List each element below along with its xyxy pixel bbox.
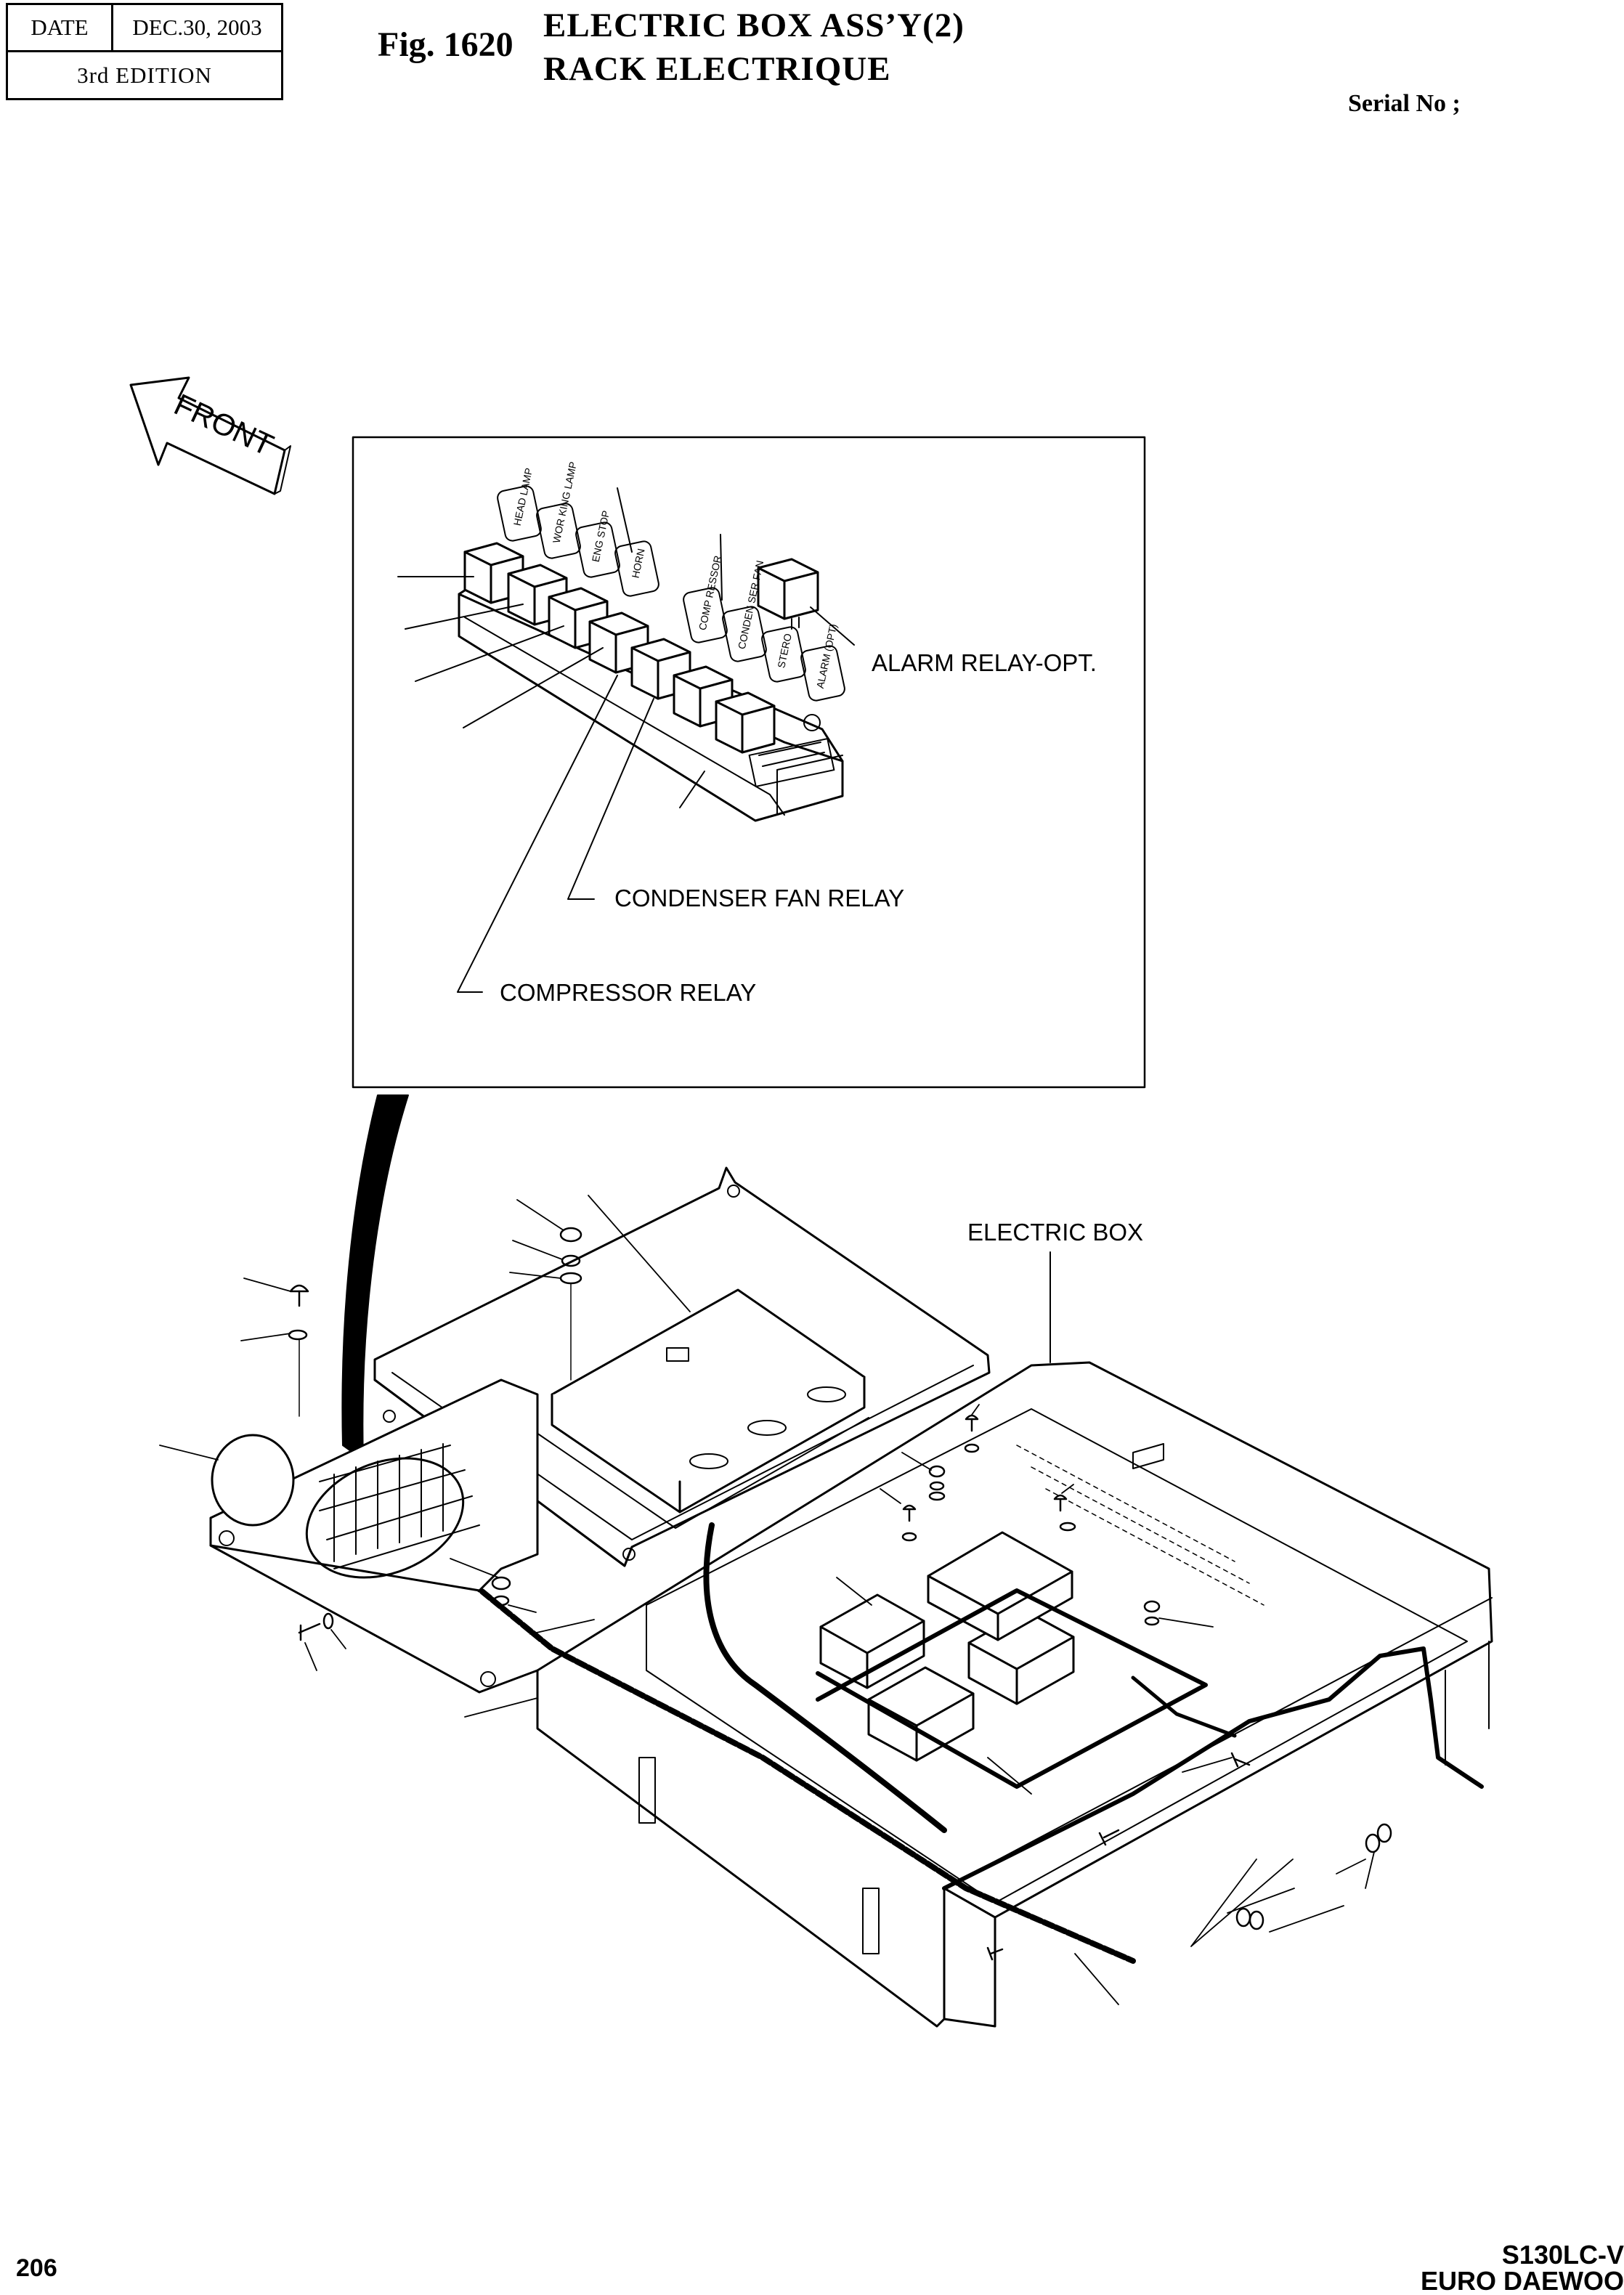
- washer-icon: [928, 1491, 946, 1501]
- bolt-icon: [902, 1504, 917, 1522]
- alarm-relay-cube: [757, 558, 819, 630]
- washer-icon: [929, 1481, 945, 1491]
- title-french: RACK ELECTRIQUE: [543, 50, 891, 88]
- nut-icon: [1365, 1833, 1381, 1853]
- inset-leader-lines: [397, 487, 855, 993]
- figure-number: Fig. 1620: [378, 25, 513, 64]
- washer-icon: [1144, 1616, 1160, 1626]
- condenser-fan-relay-callout: CONDENSER FAN RELAY: [614, 885, 904, 911]
- title-english: ELECTRIC BOX ASS’Y(2): [543, 7, 965, 44]
- front-direction-arrow: FRONT: [129, 376, 291, 495]
- electric-box-callout: ELECTRIC BOX: [967, 1219, 1143, 1246]
- edition-label: 3rd EDITION: [77, 62, 212, 88]
- date-label: DATE: [8, 5, 113, 50]
- relay-tag: ALARM (OPT): [814, 623, 839, 690]
- relay-rack-detail: HEAD LAMP WOR KING LAMP ENG STOP HORN CO…: [397, 460, 1097, 1006]
- controller-unit: [522, 1288, 869, 1529]
- bolt-icon: [1098, 1829, 1120, 1846]
- relay-board: [209, 1378, 539, 1694]
- bolt-icon: [1053, 1494, 1068, 1512]
- edition-box: DATE DEC.30, 2003 3rd EDITION: [6, 3, 283, 100]
- nut-icon: [559, 1227, 582, 1243]
- washer-icon: [901, 1532, 917, 1542]
- bolt-icon: [289, 1284, 309, 1307]
- relay-detail-inset: [352, 436, 1146, 1089]
- washer-icon: [1059, 1522, 1076, 1532]
- manufacturer-name: EURO DAEWOO: [1420, 2266, 1624, 2295]
- relay-tag: STERO: [775, 633, 794, 670]
- model-name: S130LC-V: [1501, 2240, 1624, 2270]
- nut-icon: [1249, 1910, 1264, 1930]
- bolt-icon: [965, 1414, 979, 1432]
- nut-icon: [1376, 1823, 1392, 1843]
- bolt-icon: [1230, 1752, 1251, 1768]
- relay-row: [463, 542, 819, 754]
- nut-icon: [1143, 1600, 1161, 1613]
- nut-icon: [1235, 1907, 1251, 1928]
- relay-tag: ENG STOP: [590, 509, 612, 563]
- wiring-harness: [469, 1522, 1484, 1964]
- relay-tag: WOR KING LAMP: [551, 460, 579, 544]
- date-value: DEC.30, 2003: [132, 15, 262, 40]
- nut-icon: [928, 1465, 946, 1478]
- main-leader-lines: [159, 1195, 1375, 2005]
- washer-icon: [492, 1595, 510, 1606]
- detail-zoom-indicator: [341, 1094, 409, 1461]
- washer-icon: [561, 1254, 581, 1267]
- serial-number-label: Serial No ;: [1348, 90, 1461, 117]
- bolt-icon: [986, 1946, 1004, 1961]
- fasteners: [288, 1227, 1392, 1961]
- page-number: 206: [16, 2254, 57, 2282]
- washer-icon: [288, 1329, 308, 1341]
- alarm-relay-callout: ALARM RELAY-OPT.: [872, 649, 1097, 676]
- relay-cube: [715, 691, 776, 754]
- washer-icon: [964, 1443, 980, 1453]
- date-row: DATE DEC.30, 2003: [8, 5, 281, 52]
- relay-tag: HEAD LAMP: [511, 467, 535, 527]
- bolt-icon: [298, 1612, 334, 1641]
- chassis-relays: [819, 1531, 1075, 1762]
- nut-icon: [491, 1576, 511, 1591]
- compressor-relay-callout: COMPRESSOR RELAY: [500, 979, 756, 1006]
